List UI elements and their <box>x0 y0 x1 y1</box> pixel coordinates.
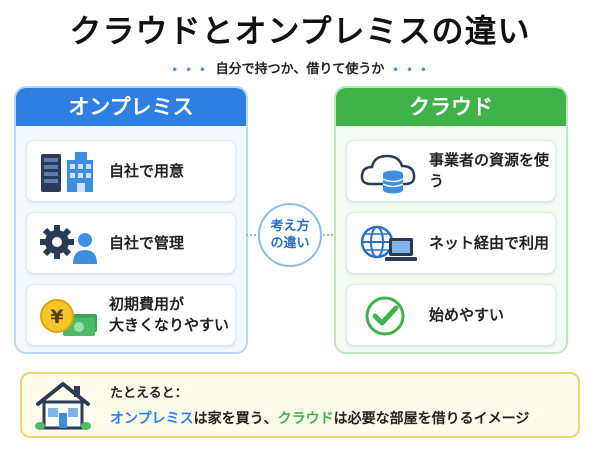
check-circle-icon <box>365 296 405 336</box>
page-title: クラウドとオンプレミスの違い <box>69 12 531 50</box>
cloud-item-label: ネット経由で利用 <box>429 233 550 252</box>
dots-decoration-right: • • • <box>392 65 429 76</box>
page-subtitle: • • • 自分で持つか、借りて使うか • • • <box>0 58 600 77</box>
cloud-item-label: 事業者の資源を使う <box>429 151 550 190</box>
gear-user-icon <box>40 225 97 264</box>
globe-laptop-icon <box>360 225 417 261</box>
analogy-onprem-text: は家を買う、 <box>193 411 278 427</box>
connector-right <box>320 234 336 238</box>
dots-decoration-left: • • • <box>171 65 208 76</box>
onprem-cost-line1: 初期費用が <box>109 295 185 313</box>
cloud-item-resources: 事業者の資源を使う <box>346 140 556 202</box>
svg-text:¥: ¥ <box>50 306 63 328</box>
house-icon <box>35 382 91 430</box>
cloud-panel: クラウド 事業者の資源を使う ネット経由で利用 始めやす <box>334 86 568 354</box>
onprem-item-manage: 自社で管理 <box>26 212 236 274</box>
cloud-database-icon <box>360 154 416 194</box>
onprem-item-label: 初期費用が 大きくなりやすい <box>109 285 233 345</box>
onprem-item-label: 自社で管理 <box>109 233 185 252</box>
center-line2: の違い <box>270 236 310 251</box>
analogy-cloud-term: クラウド <box>277 411 334 427</box>
onprem-header: オンプレミス <box>16 88 246 126</box>
analogy-box: たとえると： オンプレミスは家を買う、クラウドは必要な部屋を借りるイメージ <box>20 372 580 438</box>
connector-left <box>246 234 260 238</box>
cloud-header: クラウド <box>336 88 566 126</box>
subtitle-text: 自分で持つか、借りて使うか <box>215 62 385 77</box>
onprem-panel: オンプレミス 自社で用意 <box>14 86 248 354</box>
cloud-item-easy: 始めやすい <box>346 284 556 346</box>
analogy-sentence: オンプレミスは家を買う、クラウドは必要な部屋を借りるイメージ <box>110 408 529 428</box>
center-line1: 考え方 <box>270 219 310 234</box>
analogy-cloud-text: は必要な部屋を借りるイメージ <box>333 411 530 427</box>
cloud-item-label: 始めやすい <box>429 305 505 324</box>
yen-coin-cash-icon: ¥ <box>40 299 97 336</box>
center-concept-badge: 考え方 の違い <box>258 203 322 267</box>
onprem-cost-line2: 大きくなりやすい <box>109 316 230 334</box>
analogy-lead: たとえると： <box>110 386 188 401</box>
analogy-onprem-term: オンプレミス <box>110 411 194 427</box>
cloud-item-internet: ネット経由で利用 <box>346 212 556 274</box>
onprem-item-prepare: 自社で用意 <box>26 140 236 202</box>
onprem-item-cost: ¥ 初期費用が 大きくなりやすい <box>26 284 236 346</box>
onprem-item-label: 自社で用意 <box>109 161 185 180</box>
server-building-icon <box>41 152 93 192</box>
